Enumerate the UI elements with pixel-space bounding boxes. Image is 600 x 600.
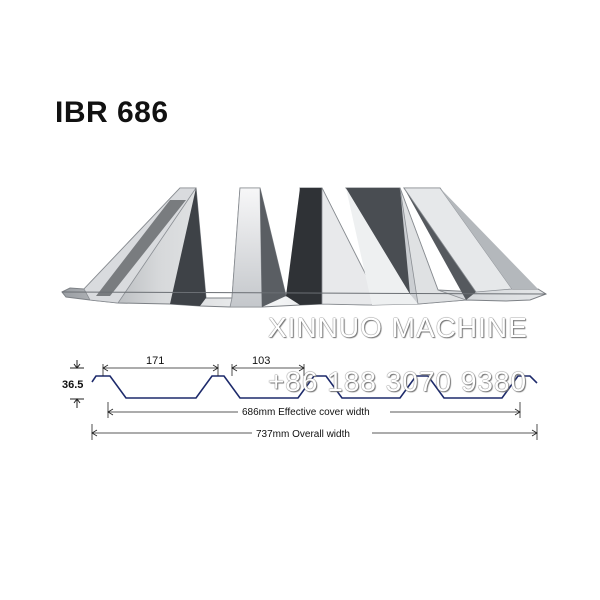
- overall-width-label: 737mm Overall width: [256, 429, 350, 440]
- pan-width-label: 103: [252, 355, 270, 367]
- dimension-effective-cover: 686mm Effective cover width: [107, 402, 521, 418]
- profile-section: [91, 375, 538, 399]
- rib-height-label: 36.5: [62, 379, 83, 391]
- dimension-rib-height: 36.5: [62, 360, 84, 408]
- rib-spacing-label: 171: [146, 355, 164, 367]
- sheet-render: [61, 187, 548, 308]
- profile-line: [91, 375, 538, 399]
- dimension-pan-width: 103: [231, 355, 305, 376]
- dimension-overall-width: 737mm Overall width: [91, 424, 538, 440]
- product-title: IBR 686: [55, 96, 169, 129]
- watermark-company: XINNUO MACHINE: [268, 312, 528, 343]
- watermark-phone: +86 188 3070 9380: [268, 366, 528, 397]
- effective-cover-label: 686mm Effective cover width: [242, 407, 370, 418]
- dimension-rib-spacing: 171: [102, 355, 219, 376]
